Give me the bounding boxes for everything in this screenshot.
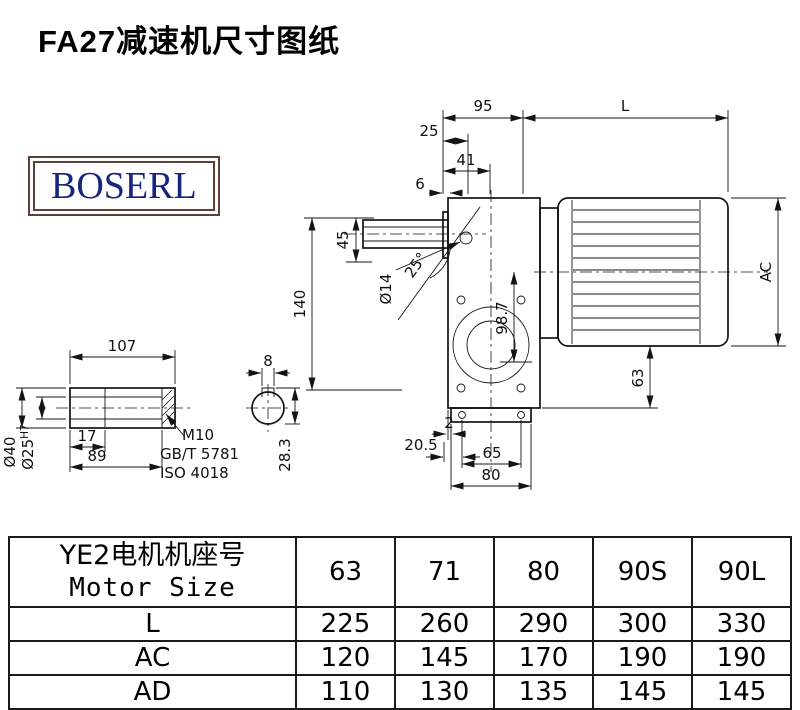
cell-AC-63: 120 xyxy=(295,640,396,676)
cell-AD-90l: 145 xyxy=(691,674,792,710)
header-cn: YE2电机机座号 xyxy=(59,540,246,571)
dim-80: 80 xyxy=(481,466,500,484)
boserl-logo: BOSERL xyxy=(28,156,220,216)
cell-AC-90l: 190 xyxy=(691,640,792,676)
header-en: Motor Size xyxy=(69,573,236,603)
col-90s: 90S xyxy=(592,536,693,608)
row-label-AC: AC xyxy=(8,640,297,676)
row-label-L: L xyxy=(8,606,297,642)
dim-dia25h7: Ø25H7 xyxy=(19,424,37,469)
table-row-AD: AD 110 130 135 145 145 xyxy=(8,674,792,710)
key-section-view: 8 28.3 xyxy=(246,352,300,472)
main-view xyxy=(344,190,768,472)
dim-AC: AC xyxy=(757,262,775,282)
cell-L-71: 260 xyxy=(394,606,495,642)
table-row-AC: AC 120 145 170 190 190 xyxy=(8,640,792,676)
dim-8: 8 xyxy=(263,352,273,370)
bearing-circle xyxy=(452,306,530,384)
dim-140: 140 xyxy=(291,290,309,319)
dim-20-5: 20.5 xyxy=(404,436,437,454)
col-71: 71 xyxy=(394,536,495,608)
cell-AD-80: 135 xyxy=(493,674,594,710)
page-title: FA27减速机尺寸图纸 xyxy=(38,24,341,59)
note-gbt-5781: GB/T 5781 xyxy=(160,445,239,463)
dim-25: 25 xyxy=(419,122,438,140)
dim-dia40: Ø40 xyxy=(1,437,19,468)
dim-63: 63 xyxy=(629,368,647,387)
motor-adapter xyxy=(539,207,559,339)
main-dimensions: 95 L 25 41 6 45 140 25° xyxy=(291,97,786,490)
dim-17: 17 xyxy=(77,427,96,445)
bore-circle xyxy=(251,391,285,425)
cell-AC-90s: 190 xyxy=(592,640,693,676)
cell-AC-80: 170 xyxy=(493,640,594,676)
dim-25deg: 25° xyxy=(401,249,431,281)
col-90l: 90L xyxy=(691,536,792,608)
note-iso-4018: ISO 4018 xyxy=(160,464,229,482)
dim-107: 107 xyxy=(108,337,137,355)
col-80: 80 xyxy=(493,536,594,608)
cell-L-90l: 330 xyxy=(691,606,792,642)
cell-L-80: 290 xyxy=(493,606,594,642)
shaft-detail-view: 107 17 89 Ø40 Ø25H7 M10 GB/T 5781 ISO 40… xyxy=(1,337,239,482)
col-63: 63 xyxy=(295,536,396,608)
dim-65: 65 xyxy=(482,444,501,462)
dim-6: 6 xyxy=(415,175,425,193)
dim-89: 89 xyxy=(87,447,106,465)
dim-41: 41 xyxy=(456,151,475,169)
cell-AC-71: 145 xyxy=(394,640,495,676)
table-row-L: L 225 260 290 300 330 xyxy=(8,606,792,642)
dim-28-3: 28.3 xyxy=(276,438,294,471)
table-header-motor-size: YE2电机机座号 Motor Size xyxy=(8,536,297,608)
cell-AD-63: 110 xyxy=(295,674,396,710)
shaft-section xyxy=(69,387,176,429)
dim-dia14: Ø14 xyxy=(377,274,395,305)
dim-98-7: 98.7 xyxy=(493,301,511,334)
gearbox-flange xyxy=(450,407,532,423)
dimension-drawing: 95 L 25 41 6 45 140 25° xyxy=(1,97,786,490)
cell-AD-90s: 145 xyxy=(592,674,693,710)
dim-45: 45 xyxy=(334,230,352,249)
cell-L-90s: 300 xyxy=(592,606,693,642)
motor-size-table: YE2电机机座号 Motor Size 63 71 80 90S 90L L 2… xyxy=(8,536,792,710)
note-thread: M10 xyxy=(182,426,214,444)
cell-AD-71: 130 xyxy=(394,674,495,710)
m14-hole xyxy=(459,231,473,245)
row-label-AD: AD xyxy=(8,674,297,710)
dim-L: L xyxy=(621,97,630,115)
dim-2: 2 xyxy=(444,414,454,432)
dim-95: 95 xyxy=(473,97,492,115)
cell-L-63: 225 xyxy=(295,606,396,642)
boserl-logo-text: BOSERL xyxy=(33,161,215,211)
